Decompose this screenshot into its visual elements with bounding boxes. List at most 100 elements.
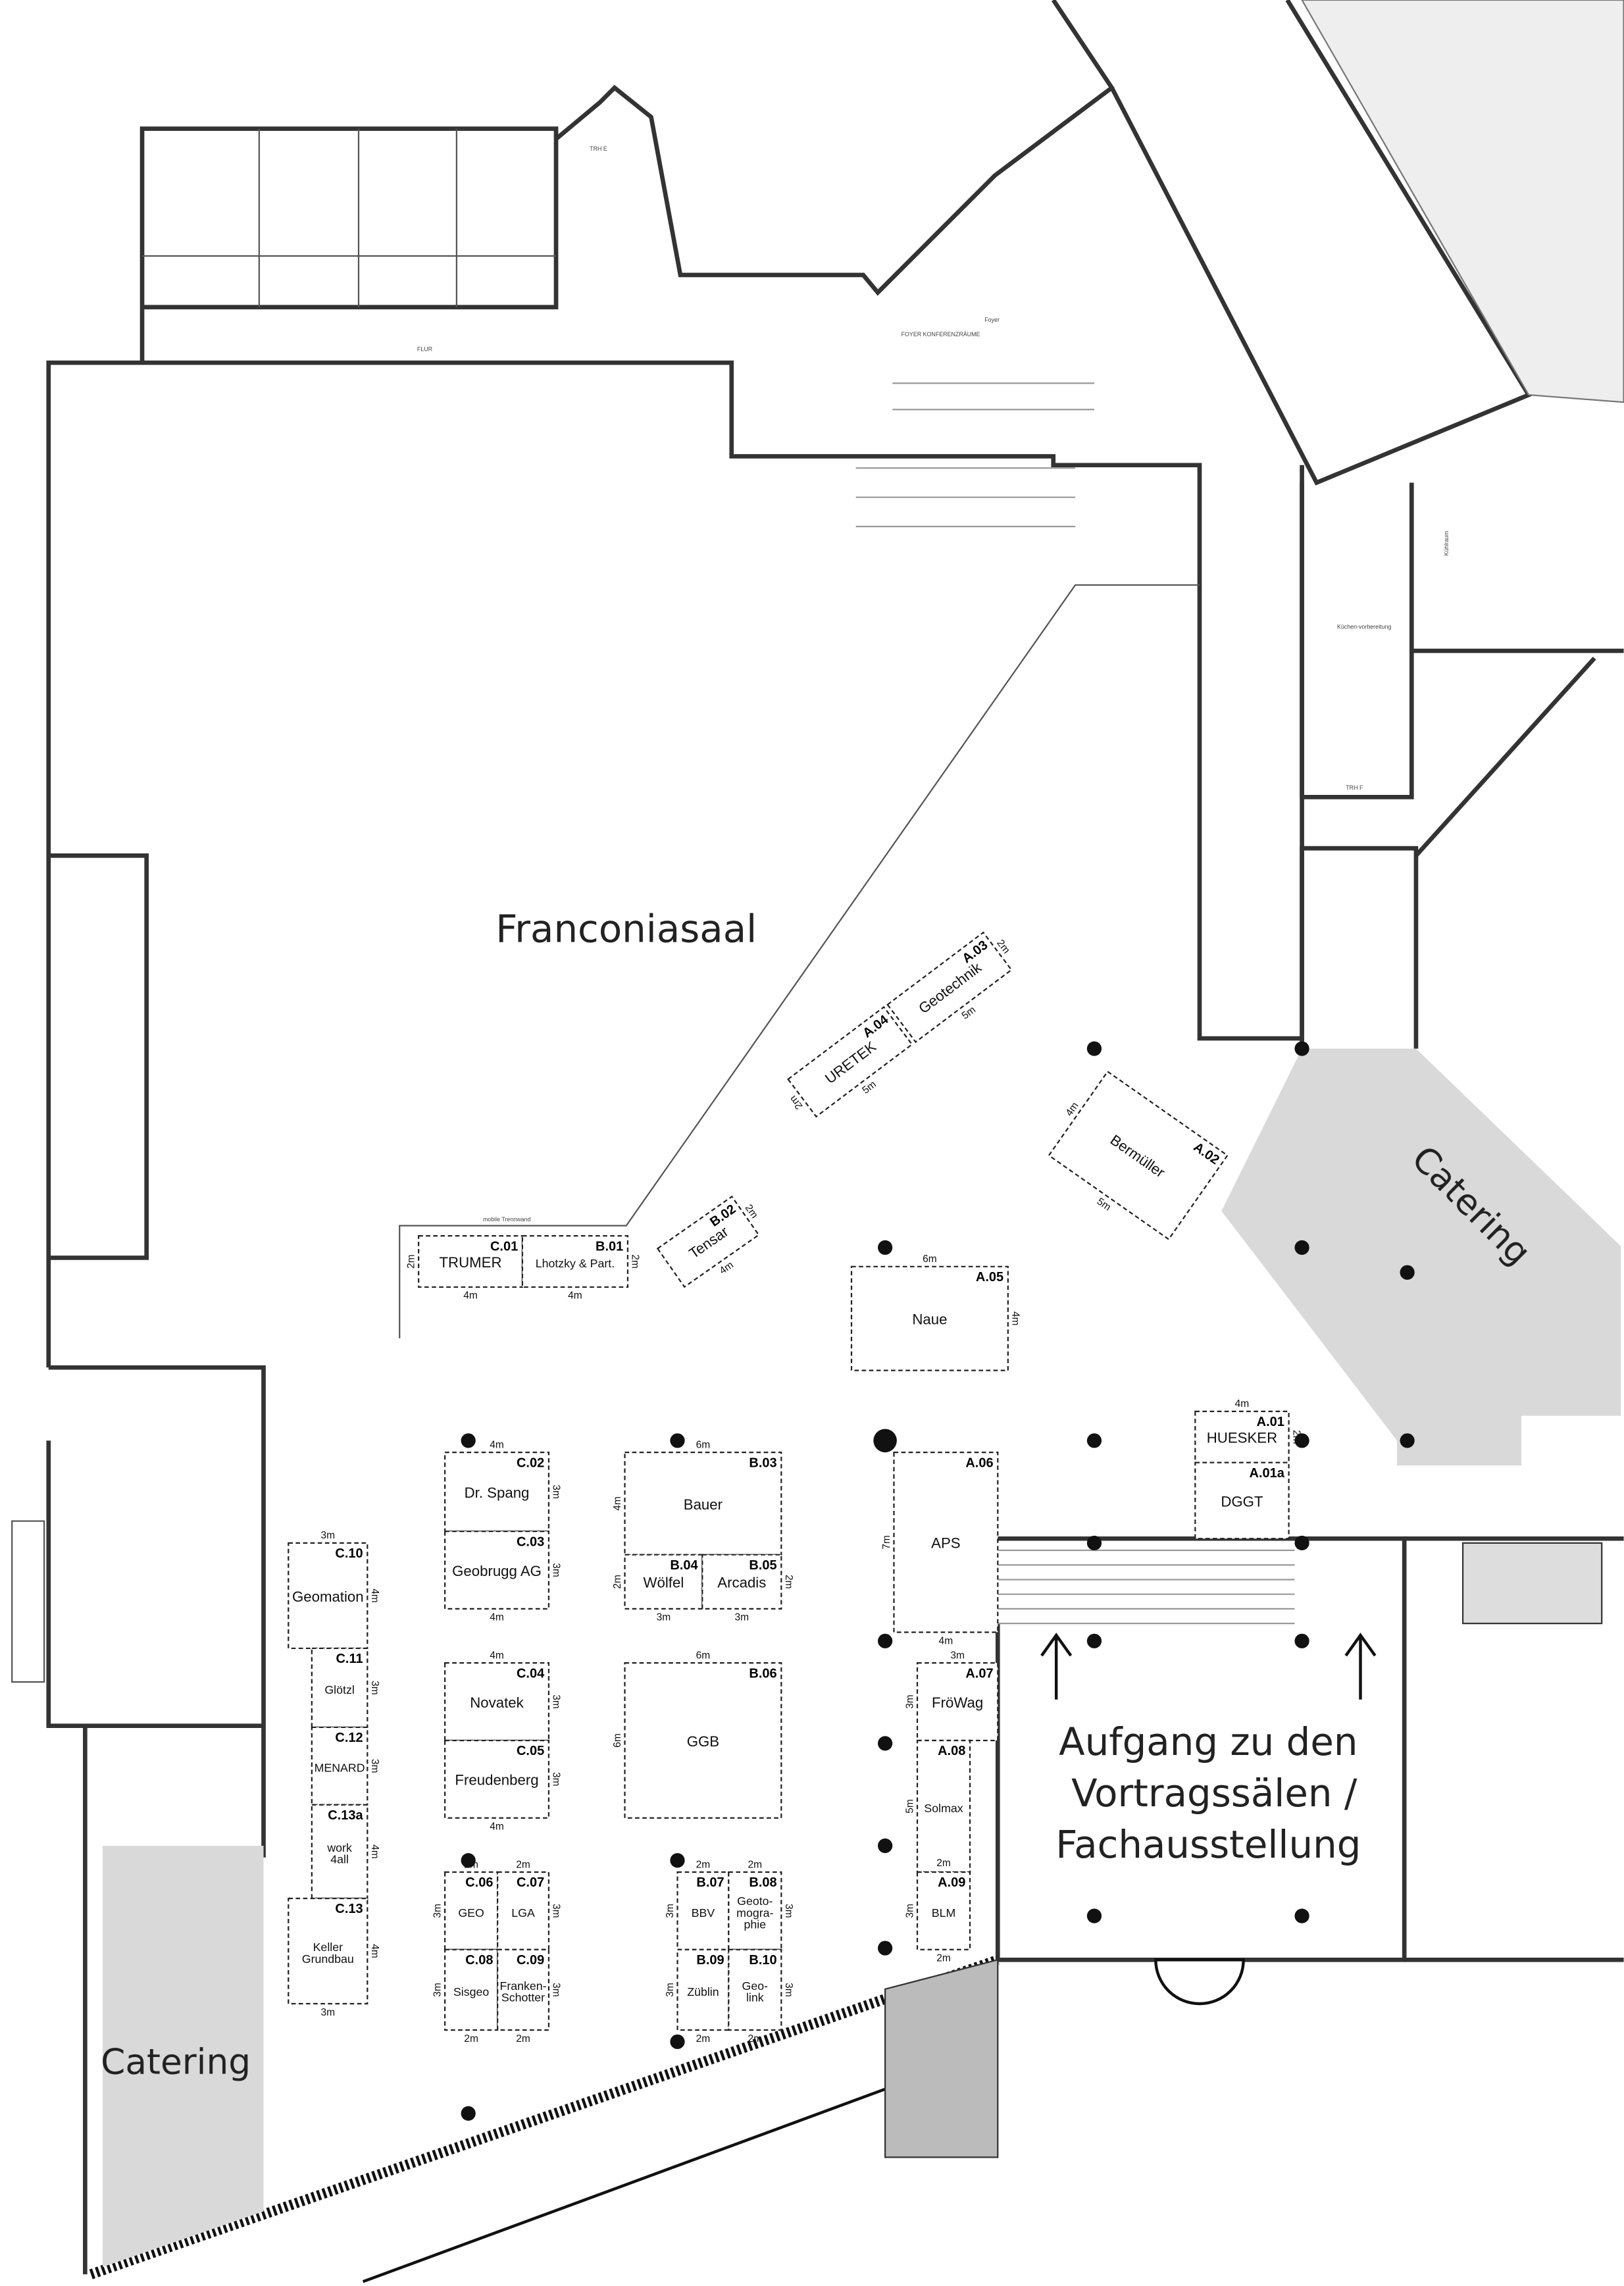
- booth-depth: 2m: [783, 1575, 794, 1589]
- booth-a-02[interactable]: [1048, 1070, 1229, 1240]
- booth-name: Dr. Spang: [465, 1485, 530, 1501]
- column: [878, 1941, 893, 1956]
- booth-width: 2m: [464, 1859, 478, 1870]
- booth-c-12[interactable]: [311, 1726, 368, 1806]
- up-arrow-icon: [1040, 1633, 1377, 1700]
- booth-number: B.09: [696, 1953, 724, 1968]
- booth-number: C.08: [465, 1953, 493, 1968]
- booth-b-02[interactable]: [656, 1195, 760, 1288]
- booth-c-04[interactable]: [444, 1662, 550, 1742]
- booth-width: 2m: [516, 2033, 530, 2045]
- booth-name: Bauer: [684, 1496, 723, 1513]
- stair-label: Aufgang zu den Vortragssälen / Fachausst…: [1055, 1719, 1361, 1867]
- booth-number: B.04: [670, 1558, 698, 1573]
- column: [1294, 1240, 1309, 1256]
- booth-depth: 4m: [1010, 1311, 1021, 1326]
- booth-width: 5m: [1095, 1196, 1113, 1213]
- booth-a-04[interactable]: [787, 1005, 913, 1118]
- column: [461, 2106, 476, 2121]
- booth-outline: [444, 1531, 550, 1610]
- booth-number: C.13: [335, 1902, 363, 1916]
- booth-name: Geo-link: [742, 1979, 769, 2004]
- booth-b-10[interactable]: [728, 1948, 782, 2031]
- booth-outline: [288, 1542, 368, 1650]
- room-label-foyer: Foyer: [984, 317, 1000, 323]
- booth-b-03[interactable]: [624, 1451, 782, 1556]
- booth-width: 3m: [735, 1612, 749, 1623]
- booth-depth: 3m: [432, 1904, 443, 1918]
- booth-a-06[interactable]: [893, 1451, 999, 1633]
- booth-number: A.07: [965, 1666, 993, 1681]
- booth-name: Lhotzky & Part.: [536, 1257, 615, 1270]
- booth-number: B.10: [749, 1953, 776, 1968]
- booth-name: GGB: [687, 1733, 719, 1750]
- booth-name: Arcadis: [717, 1575, 766, 1591]
- booth-width: 6m: [696, 1650, 711, 1661]
- booth-name: Geobrugg AG: [452, 1563, 542, 1579]
- booth-depth: 3m: [369, 1759, 380, 1773]
- column: [878, 1736, 893, 1751]
- booth-name: BBV: [692, 1906, 715, 1919]
- column: [1086, 1633, 1102, 1648]
- room-label-kuechen: Küchen-vorbereitung: [1337, 624, 1391, 630]
- booth-a-01[interactable]: [1194, 1410, 1290, 1463]
- booth-c-10[interactable]: [288, 1542, 368, 1650]
- booth-outline: [886, 931, 1013, 1044]
- booth-c-05[interactable]: [444, 1739, 550, 1819]
- booth-depth: 3m: [551, 1694, 562, 1709]
- booth-outline: [787, 1005, 913, 1118]
- booth-a-05[interactable]: [850, 1265, 1009, 1371]
- booth-a-08[interactable]: [916, 1739, 971, 1873]
- booth-width: 4m: [490, 1612, 504, 1623]
- booth-width: 4m: [1235, 1398, 1250, 1410]
- column: [1294, 1041, 1309, 1056]
- booth-c-08[interactable]: [444, 1948, 499, 2031]
- stair-label-line-2: Vortragssälen /: [1071, 1771, 1358, 1816]
- booth-outline: [288, 1897, 368, 2005]
- booth-b-09[interactable]: [676, 1948, 730, 2031]
- entrance-semicircle: [1154, 1958, 1245, 2006]
- booth-name: LGA: [511, 1906, 535, 1919]
- booth-c-13[interactable]: [288, 1897, 368, 2005]
- booth-b-05[interactable]: [701, 1554, 782, 1610]
- booth-outline: [497, 1871, 550, 1950]
- booth-name: Naue: [912, 1311, 947, 1328]
- booth-a-01a[interactable]: [1194, 1461, 1290, 1540]
- booth-number: B.06: [749, 1666, 776, 1681]
- booth-c-11[interactable]: [311, 1647, 368, 1729]
- room-label-foyer-konferenz: FOYER KONFERENZRÄUME: [901, 331, 980, 338]
- booth-c-03[interactable]: [444, 1531, 550, 1610]
- column: [1294, 1908, 1309, 1923]
- booth-number: A.01a: [1250, 1466, 1285, 1481]
- column: [461, 1853, 476, 1868]
- booth-depth: 3m: [551, 1904, 562, 1918]
- column: [1086, 1908, 1102, 1923]
- booth-c-09[interactable]: [497, 1948, 550, 2031]
- booth-number: C.10: [335, 1546, 363, 1561]
- column: [670, 2034, 685, 2049]
- booth-c-01[interactable]: [417, 1235, 524, 1288]
- booth-b-06[interactable]: [624, 1662, 782, 1819]
- booth-outline: [1194, 1410, 1290, 1463]
- booth-c-07[interactable]: [497, 1871, 550, 1950]
- booth-width: 4m: [568, 1290, 582, 1302]
- booth-depth: 3m: [551, 1772, 562, 1787]
- booth-c-02[interactable]: [444, 1451, 550, 1533]
- booth-a-09[interactable]: [916, 1871, 971, 1950]
- room-label-trennwand: mobile Trennwand: [483, 1216, 531, 1223]
- booth-b-01[interactable]: [521, 1235, 629, 1288]
- booth-depth: 4m: [369, 1588, 380, 1603]
- booth-number: B.08: [749, 1875, 776, 1890]
- booth-a-03[interactable]: [886, 931, 1013, 1044]
- booth-depth: 3m: [369, 1681, 380, 1695]
